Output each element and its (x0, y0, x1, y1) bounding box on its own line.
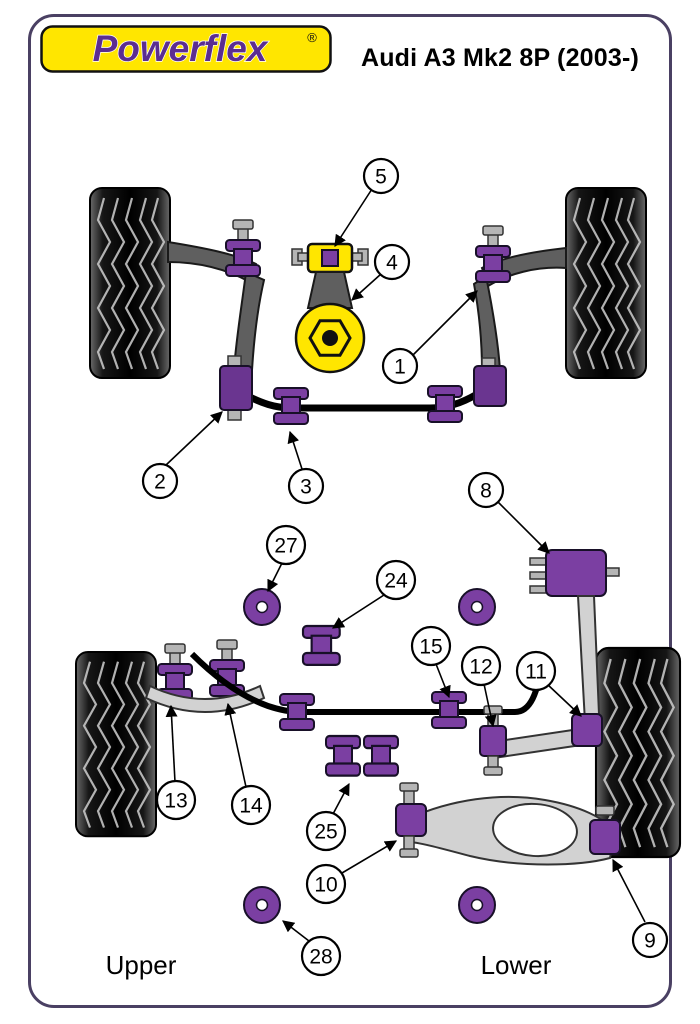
callout-28: 28 (300, 935, 342, 977)
arrow-13 (165, 704, 178, 783)
callout-12-number: 12 (469, 656, 492, 679)
callout-5-number: 5 (375, 166, 387, 189)
arrow-25 (332, 782, 350, 815)
front-left-arm-bushing (226, 220, 260, 276)
upper-spring-seat-right (458, 588, 496, 626)
callout-arrows (165, 188, 646, 942)
arrow-15 (435, 663, 451, 699)
callout-3: 3 (287, 467, 325, 505)
callout-11-number: 11 (525, 661, 547, 684)
rear-anti-roll-bar (189, 651, 545, 715)
callout-25: 25 (305, 810, 347, 852)
front-arb-right-mount (473, 357, 507, 407)
callouts: 5 4 1 2 3 8 27 24 15 (141, 157, 669, 977)
callout-15: 15 (410, 625, 452, 667)
callout-14-number: 14 (239, 795, 263, 818)
callout-2-number: 2 (154, 471, 166, 494)
callout-10-number: 10 (314, 874, 337, 897)
callout-9: 9 (631, 921, 669, 959)
arrow-8 (497, 501, 550, 554)
arrow-24 (331, 594, 385, 629)
callout-14: 14 (230, 784, 272, 826)
brand-name: Powerflex (93, 28, 269, 69)
callout-13-number: 13 (164, 790, 187, 813)
rear-subframe-bushing-24 (301, 624, 341, 666)
front-arb-left-mount (219, 355, 253, 421)
rear-left-tire (74, 650, 158, 838)
callout-8: 8 (467, 471, 505, 509)
upper-spring-seat-left (243, 588, 281, 626)
label-upper: Upper (105, 950, 177, 980)
callout-24: 24 (375, 559, 417, 601)
front-right-arm-bushing (476, 226, 510, 282)
callout-25-number: 25 (314, 821, 337, 844)
callout-13: 13 (155, 779, 197, 821)
arrow-4 (351, 273, 382, 301)
logo-background (40, 25, 332, 73)
front-right-tire (564, 186, 648, 380)
callout-5: 5 (362, 157, 400, 195)
arrow-9 (612, 858, 646, 923)
callout-8-number: 8 (480, 480, 492, 503)
callout-27: 27 (265, 524, 307, 566)
rear-beam-bushing-25b (362, 734, 400, 777)
callout-9-number: 9 (644, 930, 656, 953)
rear-top-mount-assembly (529, 549, 620, 742)
arrow-5 (334, 188, 373, 248)
callout-2: 2 (141, 462, 179, 500)
callout-1-number: 1 (394, 356, 406, 379)
lower-spring-seat-right (458, 886, 496, 924)
callout-11: 11 (515, 650, 557, 692)
callout-24-number: 24 (384, 570, 408, 593)
front-right-lower-arm (472, 274, 502, 371)
front-suspension (88, 186, 648, 425)
rear-suspension (74, 549, 682, 924)
callout-12: 12 (460, 645, 502, 687)
callout-15-number: 15 (419, 636, 442, 659)
lower-spring-seat-left (243, 886, 281, 924)
arrow-27 (267, 562, 283, 593)
arrow-28 (282, 920, 310, 942)
arrow-2 (165, 411, 223, 466)
callout-3-number: 3 (300, 476, 312, 499)
callout-27-number: 27 (274, 535, 297, 558)
arrow-10 (341, 840, 398, 874)
arrow-3 (287, 430, 303, 470)
front-left-tire (88, 186, 172, 380)
callout-1: 1 (381, 347, 419, 385)
arrow-1 (412, 290, 478, 356)
rear-beam-bushing-25a (324, 734, 362, 777)
registered-trademark: ® (307, 30, 317, 45)
arrow-11 (546, 683, 582, 717)
rear-lower-arm (395, 782, 621, 866)
front-anti-roll-bar (238, 387, 486, 412)
arrow-14 (224, 702, 247, 788)
callout-4: 4 (373, 243, 411, 281)
rear-trailing-arm (479, 705, 603, 776)
label-lower: Lower (480, 950, 552, 980)
callout-4-number: 4 (386, 252, 398, 275)
page-border (28, 14, 672, 1008)
page-title: Audi A3 Mk2 8P (2003-) (360, 44, 640, 72)
arrow-12 (483, 683, 497, 728)
callout-10: 10 (305, 863, 347, 905)
powerflex-logo: Powerflex ® (40, 25, 332, 73)
callout-28-number: 28 (309, 946, 332, 969)
lower-engine-mount (291, 242, 369, 374)
